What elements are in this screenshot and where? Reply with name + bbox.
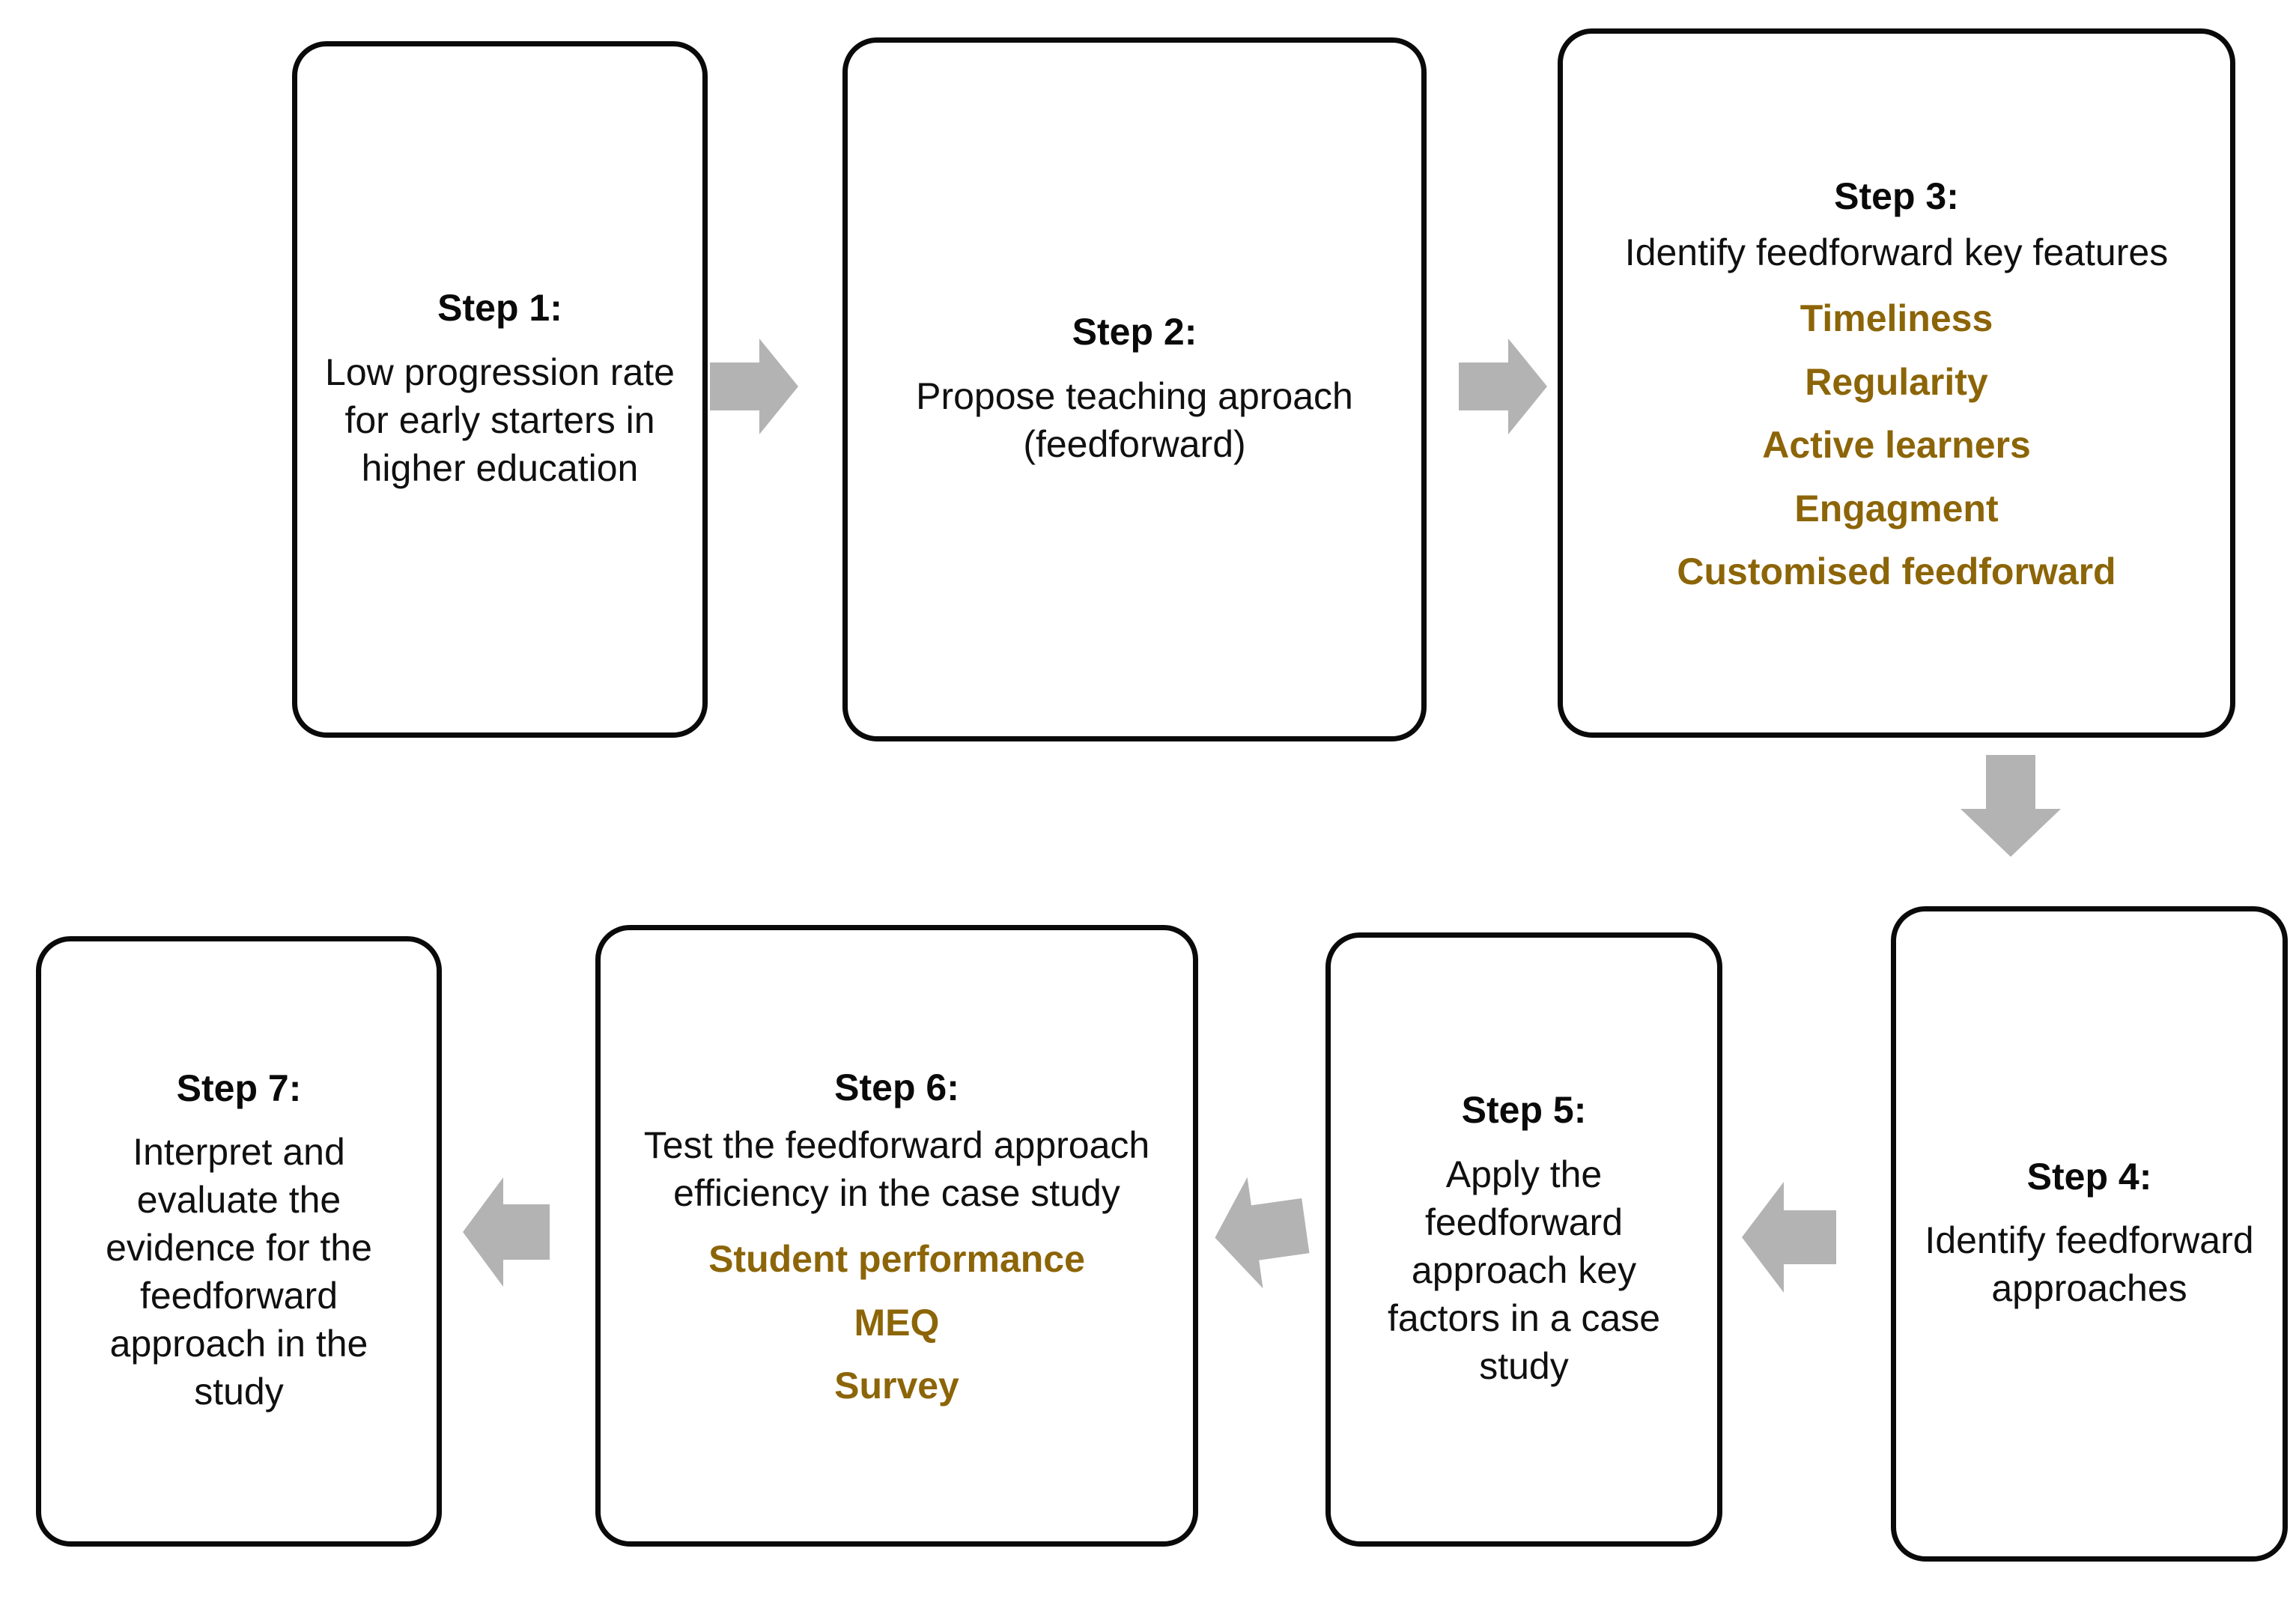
step-4-box[interactable]: Step 4: Identify feedforward approaches [1891,906,2288,1562]
step-6-feature-item: MEQ [854,1301,940,1344]
step-2-title: Step 2: [1072,311,1197,354]
step-4-body: Identify feedforward approaches [1925,1219,2254,1310]
step-3-feature-item: Customised feedforward [1677,550,2116,592]
arrow-right-icon-step1-to-step2 [710,339,798,434]
step-1-box[interactable]: Step 1: Low progression rate for early s… [292,41,708,738]
step-6-feature-item: Student performance [708,1238,1085,1280]
step-6-box[interactable]: Step 6: Test the feedforward approach ef… [595,925,1198,1547]
step-7-title: Step 7: [176,1067,302,1109]
step-3-feature-item: Active learners [1762,424,2031,466]
arrow-left-icon-step4-to-step5 [1742,1182,1836,1293]
step-6-title: Step 6: [834,1066,959,1108]
step-3-feature-item: Regularity [1805,360,1988,403]
step-3-box[interactable]: Step 3: Identify feedforward key feature… [1558,28,2235,738]
arrow-right-icon-step2-to-step3 [1459,339,1547,434]
step-2-box[interactable]: Step 2: Propose teaching aproach (feedfo… [842,37,1427,741]
arrow-down-icon-step3-to-step4 [1961,755,2061,857]
step-6-feature-list: Student performance MEQ Survey [708,1232,1085,1406]
arrow-left-icon-step5-to-step6 [1207,1170,1313,1294]
arrow-left-icon-step6-to-step7 [463,1177,550,1287]
step-6-feature-item: Survey [834,1365,959,1407]
step-1-body: Low progression rate for early starters … [325,351,675,489]
step-3-body: Identify feedforward key features [1624,231,2169,273]
step-7-body: Interpret and evaluate the evidence for … [106,1131,372,1413]
step-3-feature-item: Timeliness [1800,297,1993,339]
step-2-body: Propose teaching aproach (feedforward) [916,374,1353,465]
step-5-box[interactable]: Step 5: Apply the feedforward approach k… [1325,932,1722,1547]
step-3-feature-item: Engagment [1794,487,1999,530]
step-1-title: Step 1: [437,287,562,330]
step-3-title: Step 3: [1834,175,1959,217]
step-6-body: Test the feedforward approach efficiency… [643,1124,1150,1214]
step-5-title: Step 5: [1461,1089,1587,1132]
step-7-box[interactable]: Step 7: Interpret and evaluate the evide… [36,936,442,1547]
step-4-title: Step 4: [2026,1155,2152,1198]
step-5-body: Apply the feedforward approach key facto… [1387,1153,1661,1387]
step-3-feature-list: Timeliness Regularity Active learners En… [1677,291,2116,592]
